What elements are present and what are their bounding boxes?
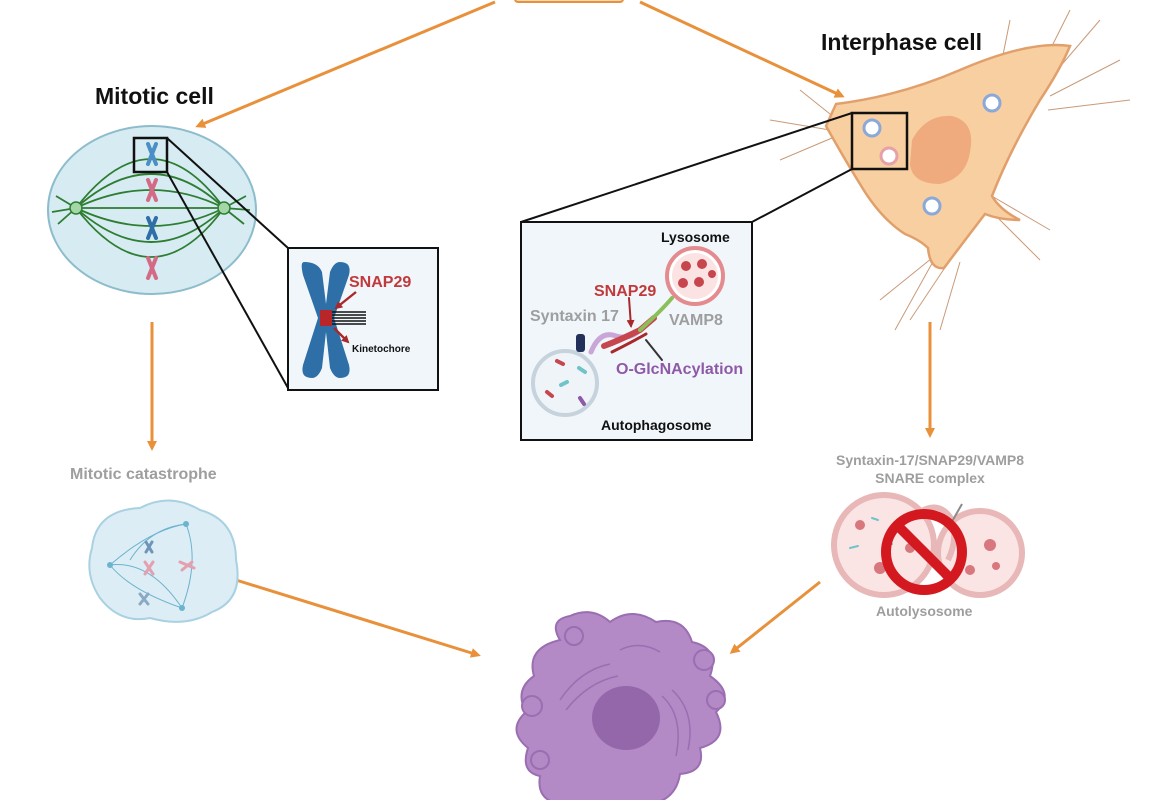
kinetochore-label: Kinetochore — [352, 344, 411, 355]
oglcnac-label: O-GlcNAcylation — [616, 361, 744, 378]
lysosome-zoom-lines — [520, 112, 853, 223]
syntaxin17-label: Syntaxin 17 — [530, 308, 619, 325]
mitotic-spindle-icon — [47, 125, 257, 295]
prohibited-icon — [881, 509, 967, 595]
snare-complex-line1: Syntaxin-17/SNAP29/VAMP8 — [835, 452, 1025, 468]
snare-complex-label: Syntaxin-17/SNAP29/VAMP8 SNARE complex — [820, 451, 1040, 487]
lysosome-icon — [665, 246, 725, 306]
snare-complex-icon — [576, 296, 674, 361]
snare-complex-line2: SNARE complex — [875, 470, 985, 486]
autolysosome-label: Autolysosome — [876, 603, 973, 619]
arrow-autolysosome-to-death — [729, 580, 821, 654]
catastrophe-cell-icon — [88, 499, 239, 623]
autophagosome-label: Autophagosome — [601, 417, 712, 433]
kinetochore-zoom-lines — [166, 137, 289, 389]
snap29-inset-label: SNAP29 — [594, 283, 657, 300]
mitotic-catastrophe-label: Mitotic catastrophe — [70, 466, 217, 483]
arrow-to-interphase — [639, 0, 845, 98]
vamp8-label: VAMP8 — [669, 312, 723, 329]
arrow-catastrophe-to-death — [235, 578, 481, 658]
autophagosome-icon — [531, 349, 599, 417]
arrow-to-mitotic — [195, 0, 496, 128]
lysosome-label: Lysosome — [661, 229, 730, 245]
pathway-arrows — [147, 0, 935, 658]
interphase-cell-icon — [769, 9, 1131, 331]
snap29-kinetochore-label: SNAP29 — [349, 274, 412, 291]
chromosome-icon — [301, 262, 366, 378]
top-source-box — [514, 0, 624, 3]
dying-cell-icon — [515, 611, 726, 800]
interphase-cell-label: Interphase cell — [821, 29, 983, 55]
mitotic-cell-label: Mitotic cell — [95, 83, 214, 109]
